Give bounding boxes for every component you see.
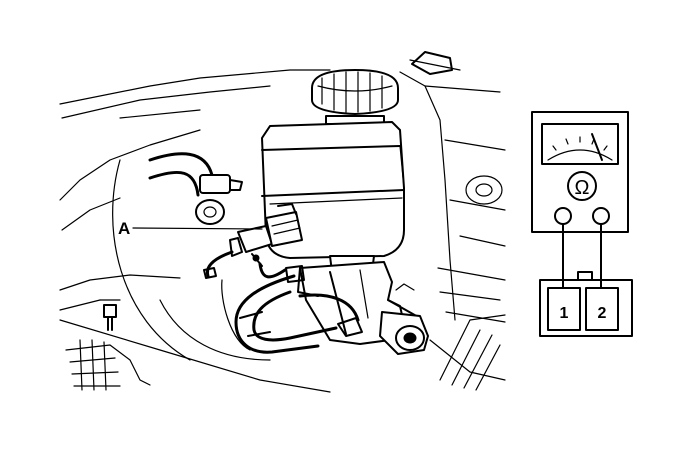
brake-lines (221, 274, 363, 354)
connector-pin-1-label: 1 (560, 305, 569, 322)
test-leads (562, 223, 602, 289)
connector-pin-2 (585, 287, 619, 331)
ohm-symbol-dial (567, 171, 597, 201)
callout-a-label: A (118, 219, 130, 238)
fluid-level-switch (203, 203, 303, 279)
reservoir-cap (311, 69, 399, 125)
ohm-symbol: Ω (575, 177, 590, 199)
fluid-reservoir (261, 121, 405, 273)
probe-jack-2 (592, 207, 610, 225)
ohmmeter: Ω (531, 111, 629, 233)
mounting-bolt-icon (99, 299, 121, 331)
connector-pin-2-label: 2 (598, 305, 607, 322)
meter-needle-ticks (552, 136, 608, 151)
vacuum-hose (148, 152, 243, 225)
connector-pin-1 (547, 287, 581, 331)
probe-jack-1 (554, 207, 572, 225)
engine-bay-background (59, 51, 506, 393)
switch-connector: 1 2 (539, 271, 633, 337)
master-cylinder-body (285, 261, 429, 355)
callout-a: A (118, 219, 263, 238)
